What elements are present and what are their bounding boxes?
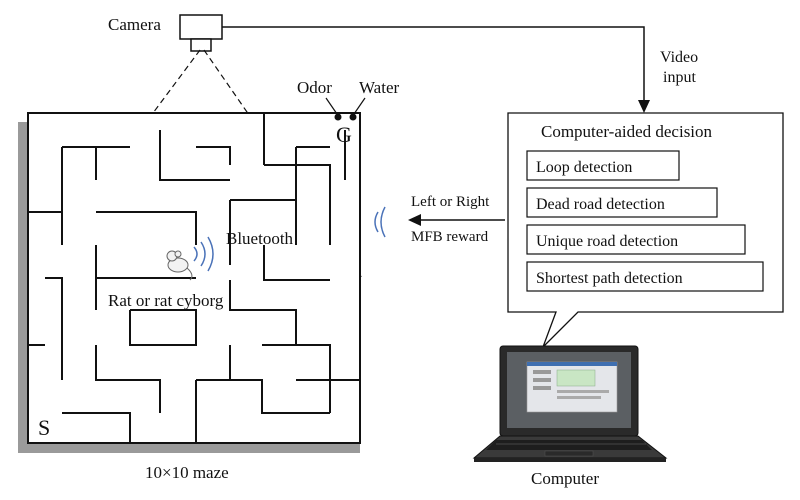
water-dot	[349, 113, 357, 121]
wireless-signal-icon	[374, 206, 386, 238]
decision-item-shortest-path: Shortest path detection	[536, 270, 683, 287]
decision-item-loop: Loop detection	[536, 159, 632, 176]
goal-marker: G	[336, 122, 352, 147]
rat-icon	[166, 250, 193, 281]
video-input-label: Video	[660, 49, 698, 66]
decision-item-dead-road: Dead road detection	[536, 196, 665, 213]
video-input-arrowhead	[638, 100, 650, 113]
rat-label: Rat or rat cyborg	[108, 291, 224, 310]
maze-caption: 10×10 maze	[145, 463, 229, 482]
laptop-icon	[472, 345, 668, 462]
signal-label: Left or Right	[411, 194, 490, 210]
camera-label: Camera	[108, 15, 161, 34]
start-marker: S	[38, 415, 50, 440]
decision-item-box	[526, 187, 718, 218]
odor-pointer	[325, 97, 338, 115]
odor-dot	[334, 113, 342, 121]
water-label: Water	[359, 78, 399, 97]
bluetooth-label: Bluetooth	[226, 229, 294, 248]
video-input-label-2: input	[663, 69, 696, 86]
decision-item-unique-road: Unique road detection	[536, 233, 678, 250]
decision-title: Computer-aided decision	[541, 122, 713, 141]
signal-label-2: MFB reward	[411, 229, 489, 245]
command-arrowhead	[408, 214, 421, 226]
wireless-signal-icon	[193, 236, 214, 272]
odor-label: Odor	[297, 78, 332, 97]
decision-item-box	[526, 224, 746, 255]
decision-item-box	[526, 150, 680, 181]
video-input-line	[222, 26, 645, 102]
maze-walls	[28, 113, 360, 443]
camera-icon	[179, 14, 223, 52]
decision-item-box	[526, 261, 764, 292]
water-pointer	[353, 97, 366, 115]
computer-label: Computer	[531, 469, 599, 488]
maze	[27, 112, 361, 444]
